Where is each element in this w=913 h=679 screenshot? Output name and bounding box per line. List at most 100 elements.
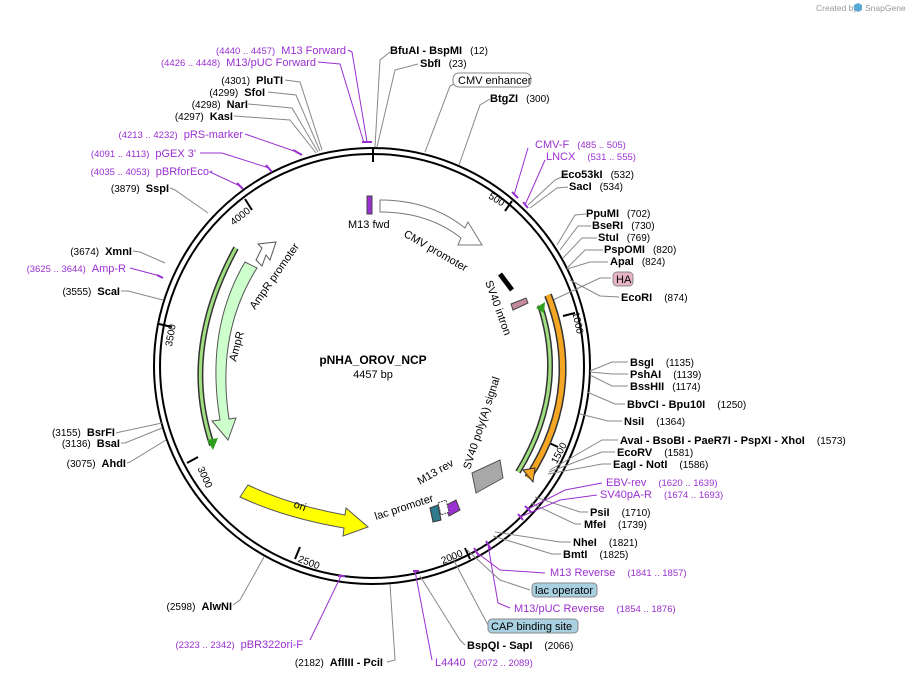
svg-text:BmtI(1825): BmtI(1825) [563,549,628,561]
primer-l4440: L4440(2072 .. 2089) [435,657,533,669]
label-lac-promoter: lac promoter [373,492,435,522]
enzyme-bfuai: BfuAI - BspMI(12) [390,45,488,57]
primer-amp-r: (3625 .. 3644)Amp-R [27,263,126,275]
svg-text:(4299)SfoI: (4299)SfoI [209,87,265,99]
enzyme-bmti: BmtI(1825) [563,549,628,561]
svg-text:M13 Reverse(1841 .. 1857): M13 Reverse(1841 .. 1857) [550,567,687,579]
backbone-outer-ring [153,147,591,585]
svg-text:(4091 .. 4113)pGEX 3': (4091 .. 4113)pGEX 3' [91,148,196,160]
enzyme-avai: AvaI - BsoBI - PaeR7I - PspXI - XhoI(157… [620,435,846,447]
enzyme-nsii: NsiI(1364) [624,416,685,428]
ampr-arc-arrowhead [207,438,218,450]
cds-green-arc [516,304,552,473]
enzyme-kasi: (4297)KasI [175,111,233,123]
ampr-green-arc [198,247,238,446]
primer-m13-forward: (4440 .. 4457)M13 Forward [216,45,346,57]
svg-text:M13/pUC Reverse(1854 .. 1876): M13/pUC Reverse(1854 .. 1876) [514,603,676,615]
primer-m13-reverse: M13 Reverse(1841 .. 1857) [550,567,687,579]
enzyme-bsrfi: (3155)BsrFI [52,427,115,439]
enzyme-bseri: BseRI(730) [592,220,655,232]
svg-text:PsiI(1710): PsiI(1710) [590,507,650,519]
primer-leader-lines [129,49,603,661]
m13-fwd-marker [366,195,373,215]
svg-text:L4440(2072 .. 2089): L4440(2072 .. 2089) [435,657,533,669]
label-ampr-promoter: AmpR promoter [248,241,303,312]
label-m13-rev: M13 rev [416,457,457,488]
svg-text:MfeI(1739): MfeI(1739) [584,519,647,531]
svg-text:BfuAI - BspMI(12): BfuAI - BspMI(12) [390,45,488,57]
svg-text:EagI - NotI(1586): EagI - NotI(1586) [613,459,708,471]
label-m13-fwd: M13 fwd [348,219,390,231]
svg-text:(4035 .. 4053)pBRforEco: (4035 .. 4053)pBRforEco [91,166,209,178]
credit-brand: SnapGene [865,3,906,13]
svg-text:(3674)XmnI: (3674)XmnI [70,246,132,258]
enzyme-pspomi: PspOMI(820) [604,244,676,256]
label-ori: ori [292,499,308,514]
svg-text:(4440 .. 4457)M13 Forward: (4440 .. 4457)M13 Forward [216,45,346,57]
primer-pgex-3: (4091 .. 4113)pGEX 3' [91,148,196,160]
label-lac-operator: lac operator [535,585,593,597]
enzyme-pluti: (4301)PluTI [221,75,283,87]
cmv-enhancer-box [452,72,532,88]
svg-text:AvaI - BsoBI - PaeR7I - PspXI: AvaI - BsoBI - PaeR7I - PspXI - XhoI(157… [620,435,846,447]
primer-m13-puc-reverse: M13/pUC Reverse(1854 .. 1876) [514,603,676,615]
svg-text:NheI(1821): NheI(1821) [573,537,638,549]
svg-text:SbfI(23): SbfI(23) [420,58,467,70]
lac-operator-marker [429,504,442,523]
enzyme-name: BfuAI [390,45,419,57]
enzyme-bspqi: BspQI - SapI(2066) [467,640,573,652]
ampr-arrow [211,261,258,441]
enzyme-nhei: NheI(1821) [573,537,638,549]
primer-m13-puc-forward: (4426 .. 4448)M13/pUC Forward [161,57,316,69]
primer-lncx: LNCX(531 .. 555) [546,151,636,163]
enzyme-nari: (4298)NarI [192,99,248,111]
enzyme-xmni: (3674)XmnI [70,246,132,258]
svg-text:ApaI(824): ApaI(824) [610,256,665,268]
enzyme-pshai: PshAI(1139) [630,369,701,381]
ori-arrow [239,484,369,537]
svg-text:(3625 .. 3644)Amp-R: (3625 .. 3644)Amp-R [27,263,126,275]
svg-text:EcoRV(1581): EcoRV(1581) [617,447,693,459]
enzyme-sfoi: (4299)SfoI [209,87,265,99]
svg-text:BseRI(730): BseRI(730) [592,220,655,232]
primer-ebv-rev: EBV-rev(1620 .. 1639) [606,477,718,489]
enzyme-apai: ApaI(824) [610,256,665,268]
enzyme-afliii: (2182)AflIII - PciI [295,657,383,669]
svg-text:EcoRI(874): EcoRI(874) [621,292,688,304]
ha-feature-marker [510,297,529,311]
label-cmv-enhancer: CMV enhancer [458,75,532,87]
svg-text:LNCX(531 .. 555): LNCX(531 .. 555) [546,151,636,163]
enzyme-stui: StuI(769) [598,232,650,244]
enzyme-ecori: EcoRI(874) [621,292,688,304]
label-sv40-polya: SV40 poly(A) signal [461,375,502,471]
svg-text:(3879)SspI: (3879)SspI [111,183,169,195]
enzyme-bsshii: BssHII(1174) [630,381,700,393]
primer-pbr322ori-f: (2323 .. 2342)pBR322ori-F [175,639,303,651]
enzyme-alwni: (2598)AlwNI [167,601,232,613]
tick-label-500: 500 [486,191,506,209]
cap-binding-site-box [487,618,579,634]
enzyme-saci: SacI(534) [569,181,623,193]
tick-label-2500: 2500 [296,554,321,572]
svg-text:(4297)KasI: (4297)KasI [175,111,233,123]
svg-text:BssHII(1174): BssHII(1174) [630,381,700,393]
ring-tick-marks [158,149,576,560]
cds-orange-arrowhead [522,467,536,484]
enzyme-bsai: (3136)BsaI [62,438,120,450]
svg-text:(4213 .. 4232)pRS-marker: (4213 .. 4232)pRS-marker [119,129,244,141]
enzyme-ppumi: PpuMI(702) [586,208,650,220]
svg-text:(2182)AflIII - PciI: (2182)AflIII - PciI [295,657,383,669]
enzyme-bbvci: BbvCI - Bpu10I(1250) [627,399,746,411]
svg-text:(3075)AhdI: (3075)AhdI [67,458,126,470]
svg-text:PspOMI(820): PspOMI(820) [604,244,676,256]
enzyme-scai: (3555)ScaI [62,286,120,298]
enzyme-eagi: EagI - NotI(1586) [613,459,708,471]
tick-label-4000: 4000 [229,205,254,228]
credit-prefix: Created by [816,3,858,13]
enzyme-sbfi: SbfI(23) [420,58,467,70]
svg-text:(4301)PluTI: (4301)PluTI [221,75,283,87]
ampr-promoter-arrow [255,241,277,267]
primer-sv40pa-r: SV40pA-R(1674 .. 1693) [600,489,723,501]
tick-label-3500: 3500 [164,323,179,347]
